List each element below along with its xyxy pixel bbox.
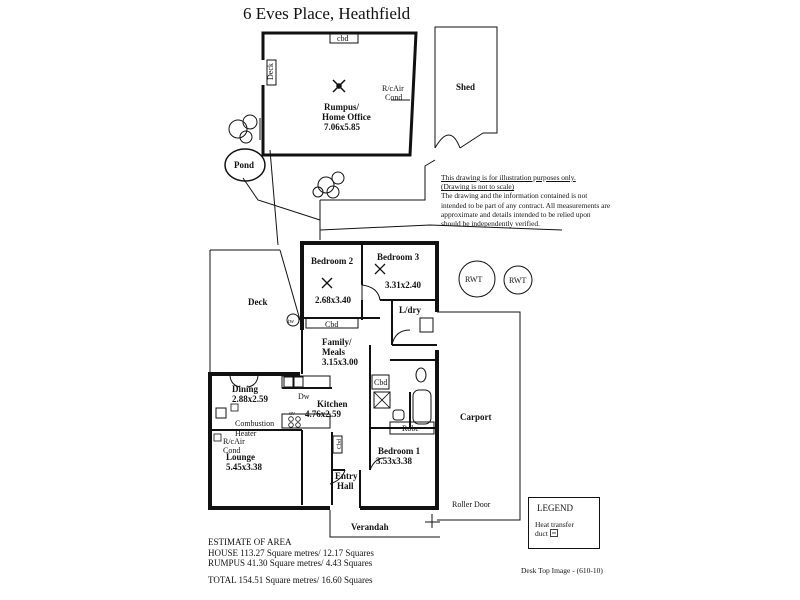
lounge-rc-label-2: Cond	[223, 446, 240, 455]
rumpus-label-1: Rumpus/	[324, 102, 360, 112]
rwt-label: RWT	[465, 275, 482, 284]
bedroom3-label: Bedroom 3	[377, 252, 420, 262]
heat-transfer-duct-icon	[213, 403, 239, 442]
heater-icon	[215, 407, 227, 419]
bedroom1-label: Bedroom 1	[378, 446, 421, 456]
rumpus-rc-air-label: R/cAir	[382, 84, 404, 93]
shower-icon	[373, 391, 391, 409]
kitchen-size: 4.76x2.59	[305, 409, 342, 419]
garden-paths	[242, 149, 563, 246]
plan-title: 6 Eves Place, Heathfield	[243, 4, 411, 23]
lounge-rc-label-1: R/cAir	[223, 437, 245, 446]
bath-cbd	[371, 374, 390, 390]
family-size: 3.15x3.00	[322, 357, 359, 367]
bedroom2-label: Bedroom 2	[311, 256, 354, 266]
doors	[229, 284, 411, 485]
bedroom3-size: 3.31x2.40	[385, 280, 422, 290]
deck-label: Deck	[248, 297, 268, 307]
shed-outline	[434, 26, 498, 149]
shed-label: Shed	[456, 82, 475, 92]
tw-label: tw	[288, 319, 295, 325]
rwt-tank	[503, 265, 533, 295]
rwt-tank	[458, 260, 496, 298]
kitchen-bench	[281, 375, 331, 429]
toilet-icon	[415, 367, 427, 383]
rwt-label: RWT	[509, 276, 526, 285]
lounge-size: 5.45x3.38	[226, 462, 263, 472]
sink-icon	[283, 376, 304, 388]
kitchen-label: Kitchen	[317, 399, 348, 409]
family-cbd-label: Cbd	[325, 320, 338, 329]
combustion-label-2: Heater	[235, 429, 257, 438]
laundry-label: L/dry	[399, 305, 422, 315]
footnote: Desk Top Image - (610-10)	[521, 566, 603, 575]
hall-cbd-label: Cbd	[337, 439, 343, 449]
tw-icon	[286, 313, 300, 327]
deck-small-label: Deck	[266, 63, 275, 80]
fan-icon	[374, 263, 386, 275]
dining-size: 2.88x2.59	[232, 394, 269, 404]
verandah-outline	[329, 510, 440, 538]
entry-label-2: Hall	[337, 481, 354, 491]
family-label-1: Family/	[322, 337, 352, 347]
area-heading: ESTIMATE OF AREA	[208, 537, 292, 547]
robe	[389, 421, 435, 435]
bathtub-icon	[412, 389, 432, 425]
rumpus-fan-icon	[332, 79, 346, 93]
carport-outline	[437, 311, 521, 521]
area-rumpus: RUMPUS 41.30 Square metres/ 4.43 Squares	[208, 558, 373, 568]
robe-label: Robe	[402, 424, 419, 433]
tree-icon	[312, 171, 345, 199]
roller-door-label: Roller Door	[452, 500, 491, 509]
legend-title: LEGEND	[537, 503, 573, 513]
fan-icon	[321, 277, 333, 289]
rumpus-label-2: Home Office	[322, 112, 371, 122]
carport-label: Carport	[460, 412, 492, 422]
area-house: HOUSE 113.27 Square metres/ 12.17 Square…	[208, 547, 374, 558]
legend-line-2: duct	[535, 529, 548, 538]
rumpus-outline	[259, 31, 418, 157]
legend-line-1: Heat transfer	[535, 520, 574, 529]
family-cbd	[305, 317, 359, 329]
disclaimer: This drawing is for illustration purpose…	[441, 173, 611, 228]
disclaimer-body: The drawing and the information containe…	[441, 191, 611, 229]
dishwasher-label: Dw	[298, 392, 310, 401]
heat-transfer-duct-icon	[549, 529, 558, 537]
verandah-label: Verandah	[351, 522, 389, 532]
area-estimate: ESTIMATE OF AREA HOUSE 113.27 Square met…	[208, 537, 374, 585]
pond	[224, 148, 266, 182]
deck-outline	[209, 249, 301, 372]
hall-cbd	[332, 435, 343, 454]
legend-entry: Heat transfer duct	[535, 520, 574, 538]
family-label-2: Meals	[322, 347, 345, 357]
tree-icon	[228, 114, 258, 144]
basin-icon	[392, 409, 405, 421]
house-walls	[208, 241, 439, 510]
laundry-trough-icon	[419, 317, 434, 333]
disclaimer-line-2: (Drawing is not to scale)	[441, 182, 515, 192]
rumpus-rc-cond-label: Cond	[385, 93, 402, 102]
combustion-label-1: Combustion	[235, 419, 274, 428]
rumpus-cbd-label: cbd	[337, 34, 349, 43]
legend: LEGEND Heat transfer duct	[528, 497, 600, 549]
lounge-label: Lounge	[226, 452, 255, 462]
area-total: TOTAL 154.51 Square metres/ 16.60 Square…	[208, 574, 373, 585]
pond-label: Pond	[234, 160, 254, 170]
rumpus-size: 7.06x5.85	[324, 122, 361, 132]
dining-label: Dining	[232, 384, 259, 394]
bath-cbd-label: Cbd	[374, 378, 387, 387]
bedroom1-size: 3.53x3.38	[376, 456, 413, 466]
bedroom2-size: 2.68x3.40	[315, 295, 352, 305]
disclaimer-line-1: This drawing is for illustration purpose…	[441, 173, 576, 182]
entry-label-1: Entry	[335, 471, 358, 481]
cooktop-icon	[288, 416, 301, 428]
oven-label: ov	[289, 411, 295, 417]
